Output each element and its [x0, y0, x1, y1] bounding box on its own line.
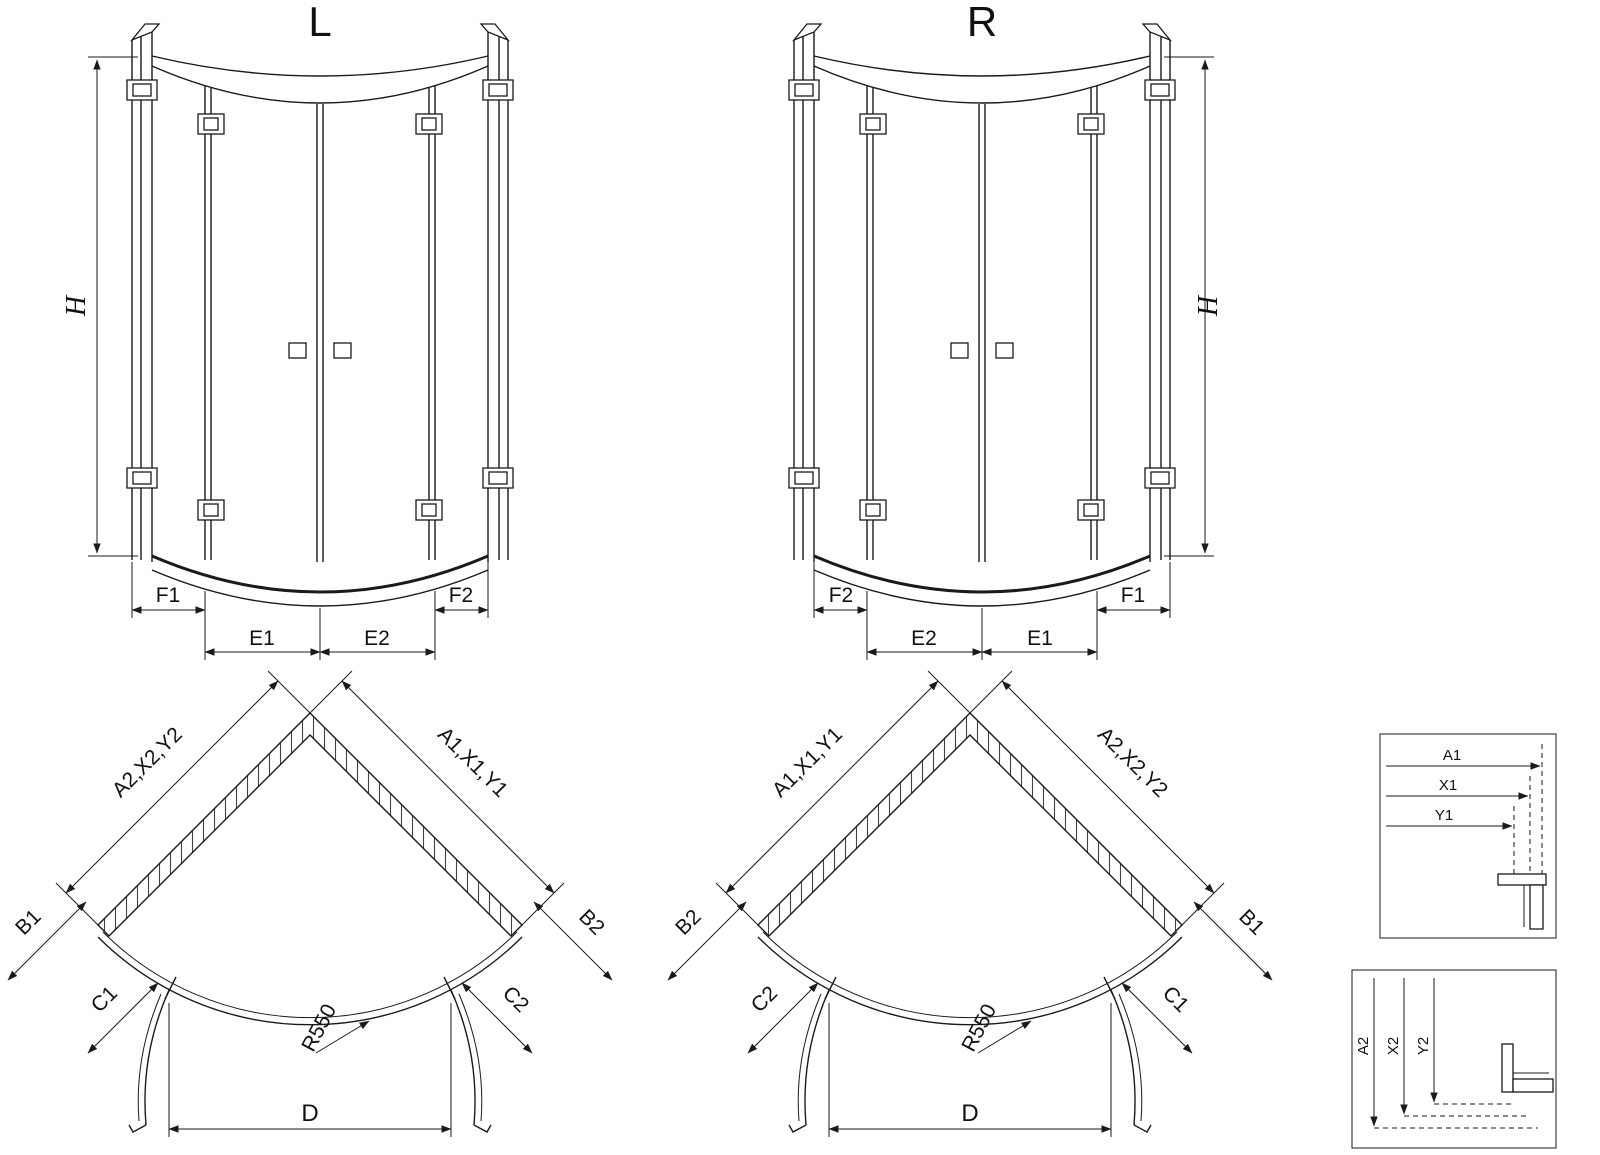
detail-a2-label: A2	[1355, 1037, 1372, 1055]
detail-x1-label: X1	[1439, 777, 1457, 794]
detail-a1-label: A1	[1443, 747, 1461, 764]
plan-left-b1-label: B1	[11, 905, 45, 939]
dim-label-e1-left: E1	[249, 627, 275, 650]
dim-label-e2-left: E2	[364, 627, 390, 650]
dim-label-f1-right: F1	[1121, 584, 1146, 607]
plan-right-drawing: A1,X1,Y1 A2,X2,Y2 B2 B1 C2 C1 R550 D	[668, 671, 1272, 1137]
plan-right-c1-label: C1	[1158, 982, 1193, 1017]
plan-right-c2-label: C2	[747, 982, 782, 1017]
dim-label-f2-left: F2	[449, 584, 474, 607]
plan-left-radius-label: R550	[297, 1000, 341, 1055]
plan-right-diag-left-label: A1,X1,Y1	[768, 723, 847, 802]
plan-right-door-width-label: D	[961, 1100, 978, 1127]
detail-y1-label: Y1	[1435, 807, 1453, 824]
plan-left-b2-label: B2	[574, 905, 608, 939]
dim-label-f1-left: F1	[156, 584, 181, 607]
dim-label-f2-right: F2	[829, 584, 854, 607]
plan-views: A2,X2,Y2 A1,X1,Y1 B1 B2 C1 C2 R550 D A1,…	[8, 671, 1272, 1137]
plan-left-diag-left-label: A2,X2,Y2	[108, 723, 187, 802]
dim-label-e2-right: E2	[911, 627, 937, 650]
elevation-left-title: L	[308, 0, 331, 45]
elevation-right-drawing: R H F2 E2 E1 F1	[789, 0, 1224, 660]
height-label-right: H	[1193, 294, 1224, 317]
detail-drawing-bottom: A2 X2 Y2	[1351, 969, 1557, 1149]
plan-right-diag-right-label: A2,X2,Y2	[1093, 723, 1172, 802]
plan-left-diag-right-label: A1,X1,Y1	[433, 723, 512, 802]
detail-x2-label: X2	[1385, 1037, 1402, 1055]
elevation-right-title: R	[967, 0, 997, 45]
plan-left-door-width-label: D	[301, 1100, 318, 1127]
elevation-left-drawing: L H F1 E1 E2 F2	[61, 0, 513, 660]
detail-drawing-top: A1 X1 Y1	[1379, 733, 1557, 939]
plan-left-c2-label: C2	[498, 982, 533, 1017]
plan-right-b2-label: B2	[671, 905, 705, 939]
plan-left-c1-label: C1	[87, 982, 122, 1017]
dim-label-e1-right: E1	[1027, 627, 1053, 650]
plan-left-drawing: A2,X2,Y2 A1,X1,Y1 B1 B2 C1 C2 R550 D	[8, 671, 612, 1137]
detail-y2-label: Y2	[1415, 1037, 1432, 1055]
height-label-left: H	[61, 294, 92, 317]
plan-right-radius-label: R550	[957, 1000, 1001, 1055]
plan-right-b1-label: B1	[1234, 905, 1268, 939]
